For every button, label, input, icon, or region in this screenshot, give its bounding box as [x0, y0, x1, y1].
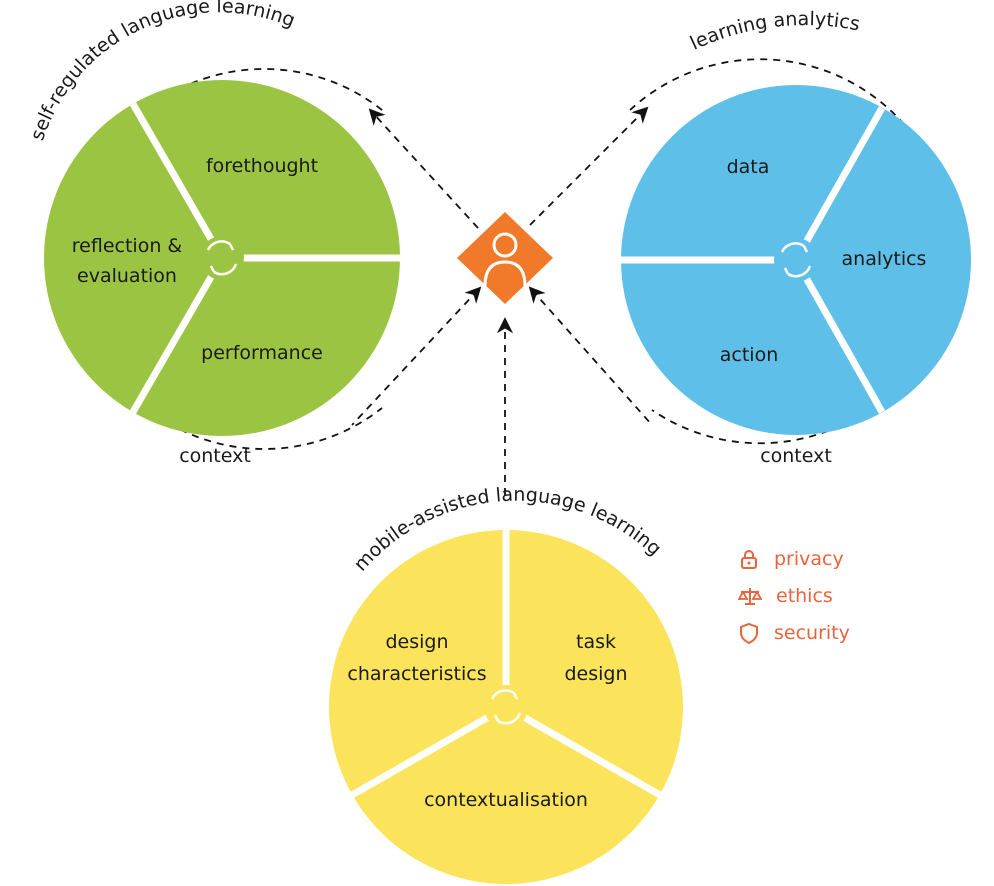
connector-la-top	[529, 106, 649, 226]
shield-icon	[740, 622, 758, 644]
la-action-label: action	[720, 344, 778, 366]
legend-label-security: security	[774, 621, 850, 644]
la-circle	[620, 85, 971, 435]
mall-task-label: task	[576, 631, 616, 653]
learner-icon	[483, 232, 527, 287]
srl-reflection-label: reflection &	[72, 235, 183, 257]
srl-evaluation-label: evaluation	[77, 265, 177, 287]
legend-label-ethics: ethics	[776, 584, 833, 607]
legend-label-privacy: privacy	[774, 547, 844, 570]
connector-srl-top	[368, 108, 479, 229]
srl-performance-label: performance	[201, 342, 323, 364]
cycle-icon	[206, 240, 238, 276]
srl-context-label: context	[179, 445, 251, 467]
la-analytics-label: analytics	[842, 248, 927, 270]
srl-loop	[73, 68, 383, 450]
mall-circle	[329, 528, 683, 884]
legend-item-security: security	[738, 614, 850, 651]
connector-la-bottom	[528, 286, 653, 426]
mall-design-label: design	[385, 631, 448, 653]
la-context-label: context	[760, 445, 832, 467]
srl-circle	[44, 80, 400, 436]
lock-icon	[741, 549, 757, 569]
la-data-label: data	[727, 156, 770, 178]
legend-item-ethics: ethics	[738, 577, 850, 614]
mall-contextualisation-label: contextualisation	[424, 789, 588, 811]
cycle-icon	[490, 689, 522, 725]
mall-characteristics-label: characteristics	[347, 663, 486, 685]
cycle-icon	[780, 242, 812, 278]
la-title: learning analytics	[687, 8, 862, 55]
connector-srl-bottom	[351, 286, 482, 426]
learner-diamond	[457, 212, 553, 304]
legend: privacy ethics security	[738, 540, 850, 651]
scales-icon	[738, 587, 762, 605]
mall-task-design-label: design	[564, 663, 627, 685]
legend-item-privacy: privacy	[738, 540, 850, 577]
srl-forethought-label: forethought	[206, 155, 318, 177]
